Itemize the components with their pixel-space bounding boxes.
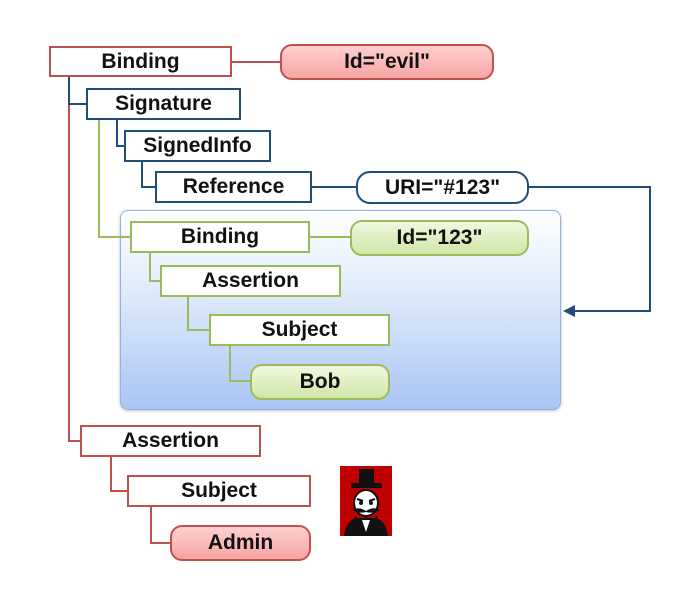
- injected-subject-node: Subject: [127, 475, 311, 507]
- id-123-attribute: Id="123": [350, 220, 529, 256]
- reference-node: Reference: [155, 171, 312, 203]
- id-123-label: Id="123": [396, 226, 483, 249]
- reference-pointer-arrow: [529, 186, 651, 312]
- reference-pointer-arrowhead: [563, 305, 575, 317]
- injected-assertion-node: Assertion: [80, 425, 261, 457]
- id-evil-attribute: Id="evil": [280, 44, 494, 80]
- injected-assertion-label: Assertion: [122, 429, 219, 452]
- connector-assertion-to-signed-subject: [187, 297, 209, 331]
- connector-subject-to-admin: [150, 507, 170, 544]
- signed-binding-label: Binding: [180, 225, 260, 248]
- binding-node-label: Binding: [101, 49, 180, 73]
- signed-subject-label: Subject: [261, 318, 338, 341]
- bob-value-node: Bob: [250, 364, 390, 400]
- admin-value-node: Admin: [170, 525, 311, 561]
- connector-binding-to-assertion: [68, 76, 80, 442]
- bob-value-label: Bob: [299, 370, 341, 393]
- signed-binding-node: Binding: [130, 221, 310, 253]
- connector-assertion-to-subject: [110, 457, 127, 492]
- connector-signature-to-signedinfo: [116, 120, 124, 147]
- uri-reference-attribute: URI="#123": [356, 171, 529, 204]
- signed-assertion-label: Assertion: [202, 269, 299, 292]
- signedinfo-node: SignedInfo: [124, 130, 271, 162]
- connector-signedinfo-to-reference: [141, 162, 155, 188]
- attacker-icon: [340, 466, 392, 536]
- connector-binding-to-signature: [68, 76, 86, 105]
- admin-value-label: Admin: [207, 531, 274, 554]
- connector-signature-to-signed-binding: [98, 120, 130, 238]
- signed-subject-node: Subject: [209, 314, 390, 346]
- id-evil-label: Id="evil": [344, 50, 430, 73]
- uri-reference-label: URI="#123": [384, 175, 501, 199]
- connector-subject-to-bob: [229, 346, 250, 382]
- signature-node: Signature: [86, 88, 241, 120]
- connector-signed-binding-to-assertion: [149, 253, 160, 282]
- binding-node-evil: Binding: [49, 46, 232, 77]
- signedinfo-label: SignedInfo: [143, 134, 252, 157]
- reference-label: Reference: [182, 175, 285, 198]
- signature-label: Signature: [115, 92, 212, 115]
- signed-assertion-node: Assertion: [160, 265, 341, 297]
- injected-subject-label: Subject: [181, 479, 257, 502]
